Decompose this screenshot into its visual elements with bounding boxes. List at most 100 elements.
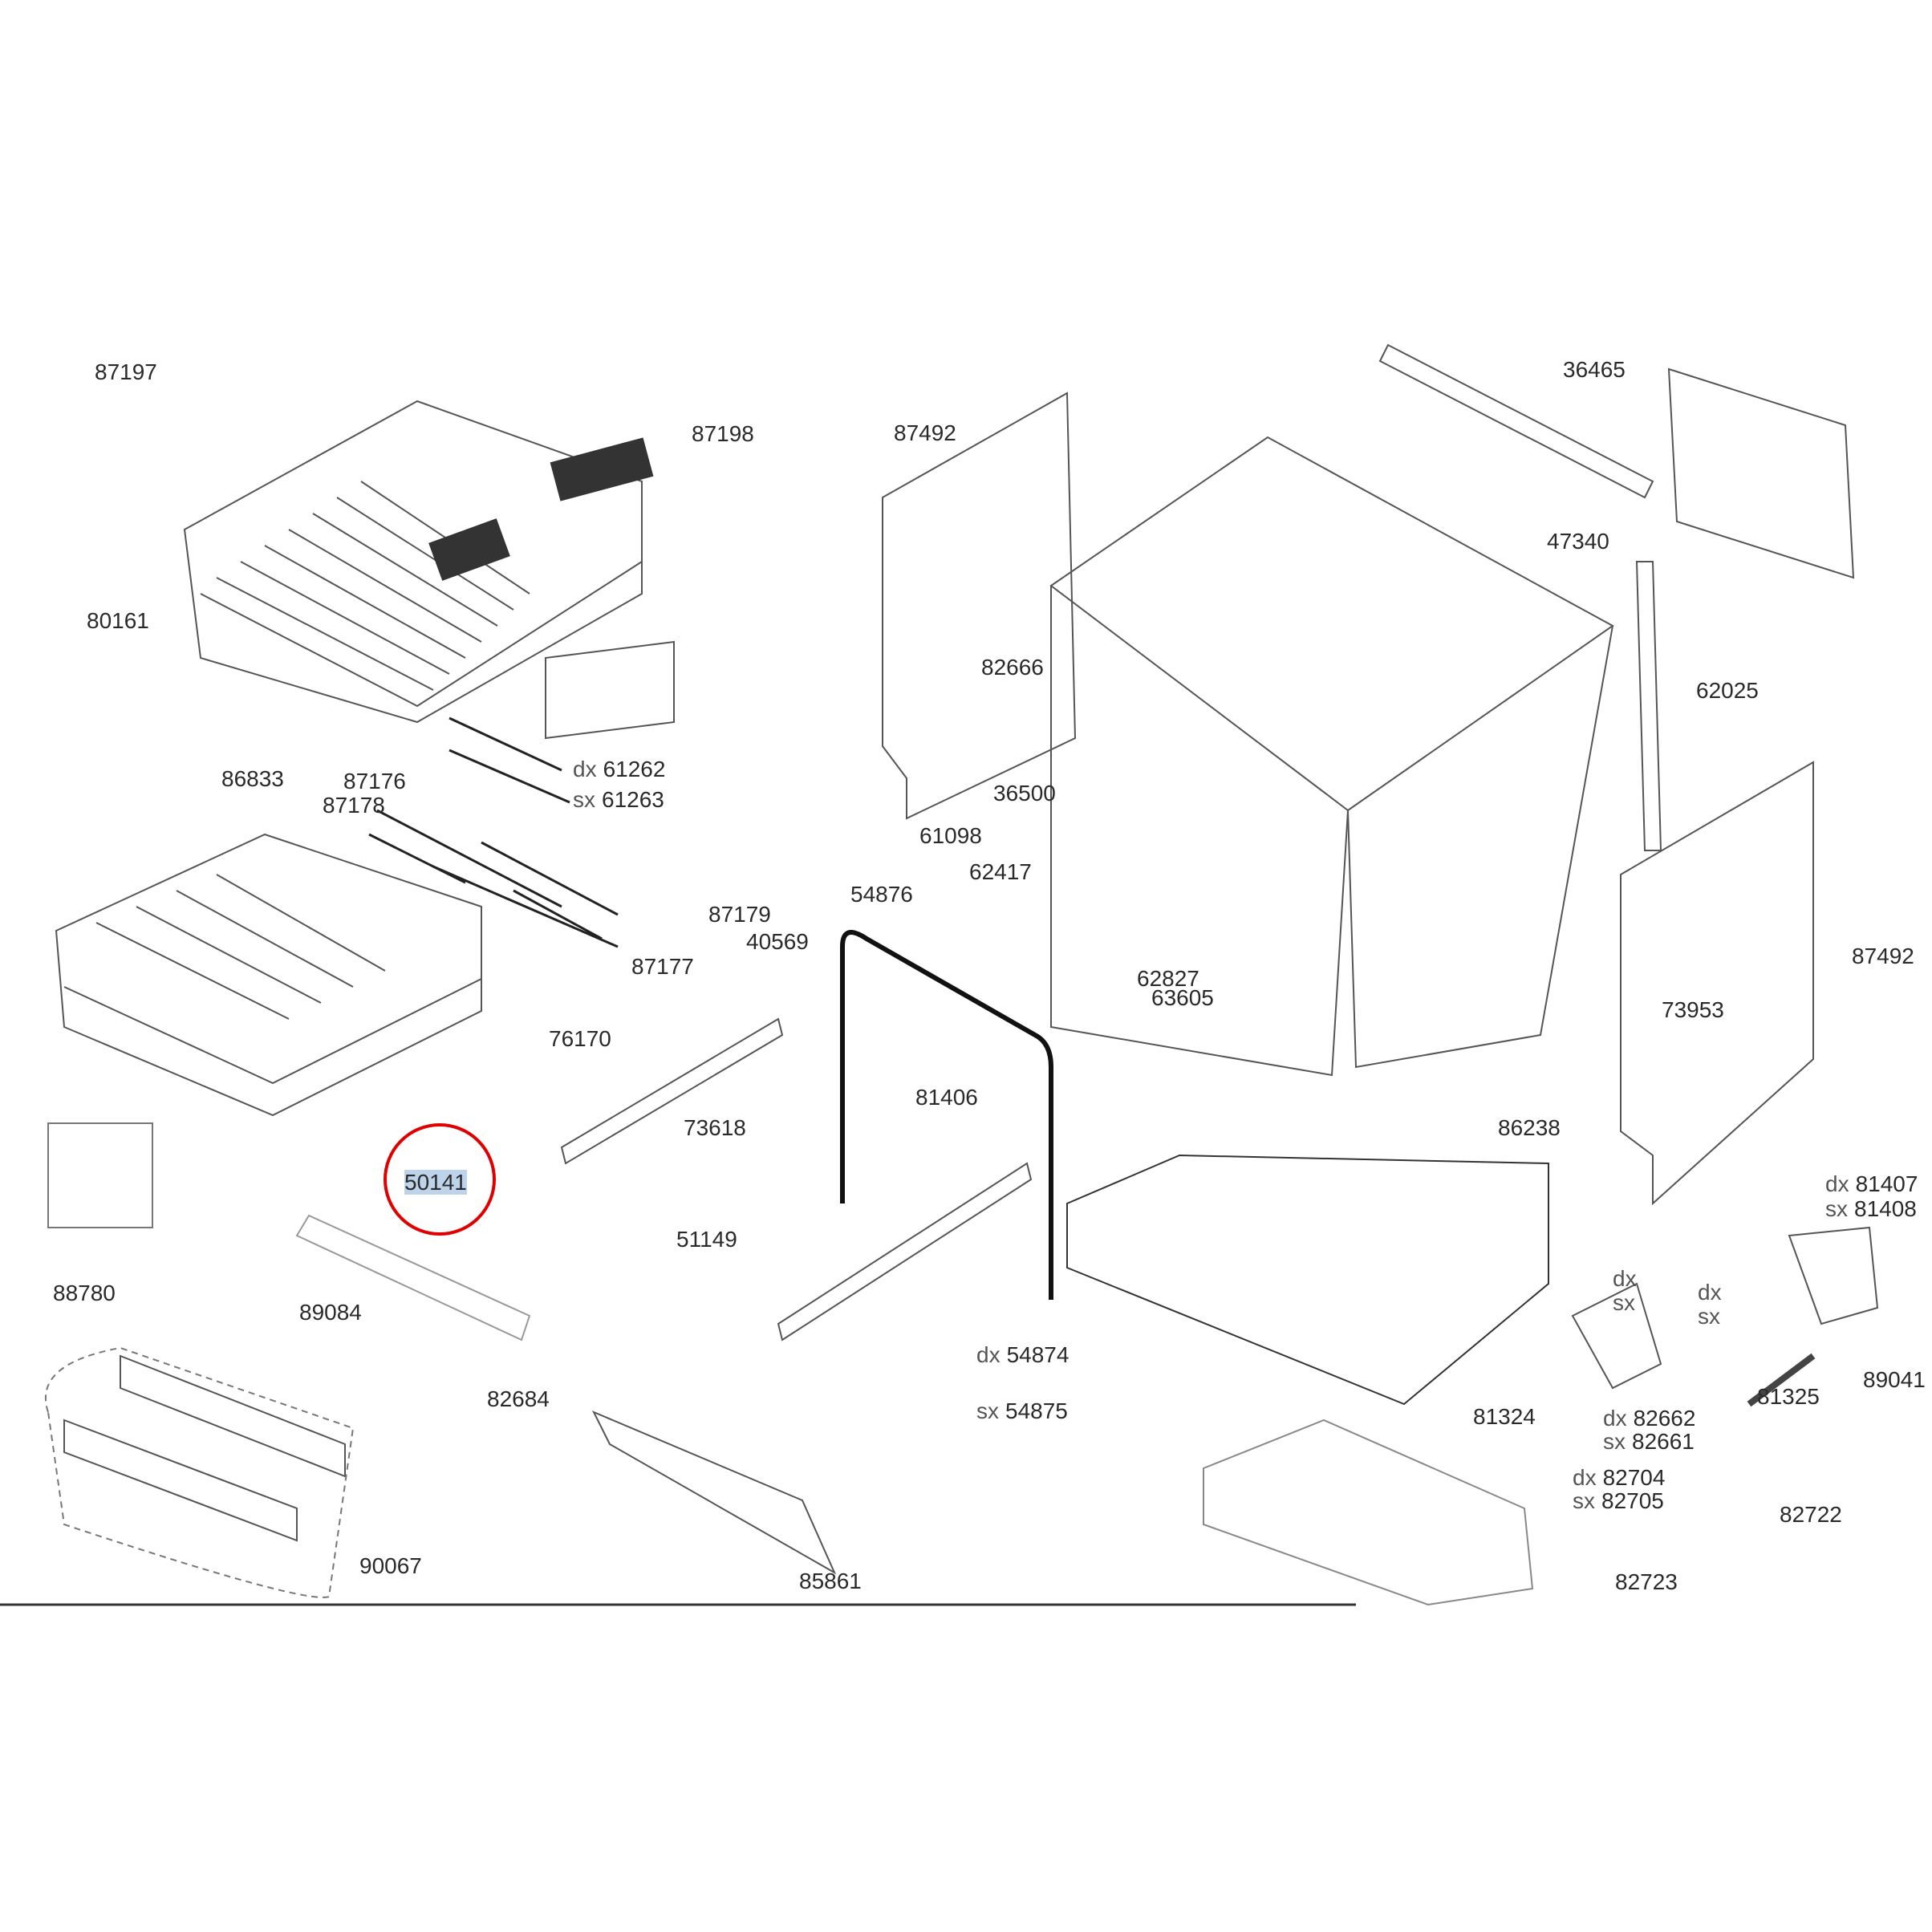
part-label[interactable]: 82723 [1615, 1571, 1678, 1593]
part-label[interactable]: 81324 [1473, 1406, 1536, 1428]
kick-panel-icon [63, 1354, 346, 1542]
part-number: 81324 [1473, 1404, 1536, 1429]
part-number: 87177 [631, 954, 694, 979]
side-indicator: sx [1613, 1290, 1635, 1315]
side-indicator: dx [573, 757, 597, 781]
part-number: 63605 [1151, 985, 1214, 1010]
part-label[interactable]: 50141 [404, 1170, 467, 1195]
part-label[interactable]: sx [1698, 1305, 1727, 1328]
part-number: 80161 [87, 608, 149, 633]
part-number: 85861 [799, 1569, 862, 1593]
part-number: 62827 [1137, 966, 1199, 991]
part-number: 54876 [850, 882, 913, 907]
part-label[interactable]: sx 61263 [573, 789, 664, 811]
part-label[interactable]: 80161 [87, 610, 149, 632]
part-label[interactable]: 87197 [95, 361, 157, 384]
part-label[interactable]: 86238 [1498, 1117, 1561, 1139]
side-indicator: sx [1573, 1488, 1595, 1513]
part-number: 87176 [343, 769, 406, 794]
part-number: 73953 [1662, 997, 1724, 1022]
door-gasket-icon [840, 930, 1053, 1300]
side-indicator: dx [1698, 1280, 1722, 1305]
part-number: 36465 [1563, 357, 1626, 382]
part-label[interactable]: 87179 [708, 903, 771, 926]
rail-lower-icon [777, 1162, 1033, 1341]
part-number: 87197 [95, 359, 157, 384]
part-number: 86833 [221, 766, 284, 791]
side-panel-right-icon [1620, 761, 1814, 1206]
part-label[interactable]: 62025 [1696, 680, 1759, 702]
part-label[interactable]: 82666 [981, 656, 1044, 679]
part-label[interactable]: 87178 [323, 794, 385, 817]
part-number: 73618 [684, 1115, 746, 1140]
part-label[interactable]: 82722 [1780, 1504, 1842, 1526]
part-label[interactable]: 40569 [746, 931, 809, 953]
part-number: 62025 [1696, 678, 1759, 703]
part-label[interactable]: 62827 [1137, 968, 1199, 990]
part-label[interactable]: 63605 [1151, 987, 1214, 1009]
side-indicator: sx [976, 1398, 999, 1423]
part-number: 82722 [1780, 1502, 1842, 1527]
part-label[interactable]: 87177 [631, 956, 694, 978]
part-label[interactable]: 86833 [221, 768, 284, 790]
part-number: 50141 [404, 1170, 467, 1195]
part-label[interactable]: sx [1613, 1292, 1642, 1314]
part-label[interactable]: 54876 [850, 883, 913, 906]
front-panel-82684-icon [295, 1214, 531, 1341]
top-cover-icon [1667, 367, 1855, 579]
part-number: 89041 [1863, 1367, 1926, 1392]
part-label[interactable]: 47340 [1547, 530, 1609, 553]
part-label[interactable]: 73618 [684, 1117, 746, 1139]
upper-rack-icon [183, 400, 675, 740]
part-number: 82661 [1632, 1429, 1695, 1454]
part-label[interactable]: 88780 [53, 1282, 116, 1305]
highlight-ring [384, 1123, 496, 1236]
part-number: 76170 [549, 1026, 611, 1051]
part-label[interactable]: 87492 [894, 422, 956, 444]
part-label[interactable]: 61098 [919, 825, 982, 847]
part-number: 61263 [602, 787, 664, 812]
part-number: 82666 [981, 655, 1044, 680]
part-label[interactable]: dx [1613, 1268, 1643, 1290]
part-label[interactable]: 85861 [799, 1570, 862, 1593]
part-label[interactable]: 36465 [1563, 359, 1626, 381]
base-frame-86238-icon [1066, 1154, 1549, 1406]
part-number: 51149 [676, 1227, 737, 1252]
part-label[interactable]: 82684 [487, 1388, 550, 1410]
side-indicator: sx [1603, 1429, 1626, 1454]
part-label[interactable]: 81325 [1757, 1386, 1820, 1408]
part-label[interactable]: 51149 [676, 1228, 737, 1251]
part-number: 87179 [708, 902, 771, 927]
part-label[interactable]: 76170 [549, 1028, 611, 1050]
part-number: 81408 [1854, 1196, 1917, 1221]
side-strip-62025-icon [1635, 561, 1662, 851]
part-label[interactable]: 62417 [969, 861, 1032, 883]
part-number: 82723 [1615, 1569, 1678, 1594]
part-number: 40569 [746, 929, 809, 954]
part-number: 54874 [1006, 1342, 1070, 1367]
part-number: 87492 [894, 420, 956, 445]
part-label[interactable]: 36500 [993, 782, 1056, 805]
part-number: 89084 [299, 1300, 362, 1325]
part-label[interactable]: 81406 [915, 1086, 978, 1109]
part-label[interactable]: 87198 [692, 423, 754, 445]
part-label[interactable]: 87176 [343, 770, 406, 793]
part-label[interactable]: 89041 [1863, 1369, 1926, 1391]
side-indicator: sx [573, 787, 595, 812]
part-number: 87178 [323, 793, 385, 818]
part-label[interactable]: 87492 [1852, 945, 1914, 968]
part-label[interactable]: 90067 [359, 1555, 422, 1577]
part-label[interactable]: 73953 [1662, 999, 1724, 1021]
part-label[interactable]: dx [1698, 1281, 1728, 1304]
part-label[interactable]: 89084 [299, 1301, 362, 1324]
hinge-icon [1571, 1282, 1662, 1390]
